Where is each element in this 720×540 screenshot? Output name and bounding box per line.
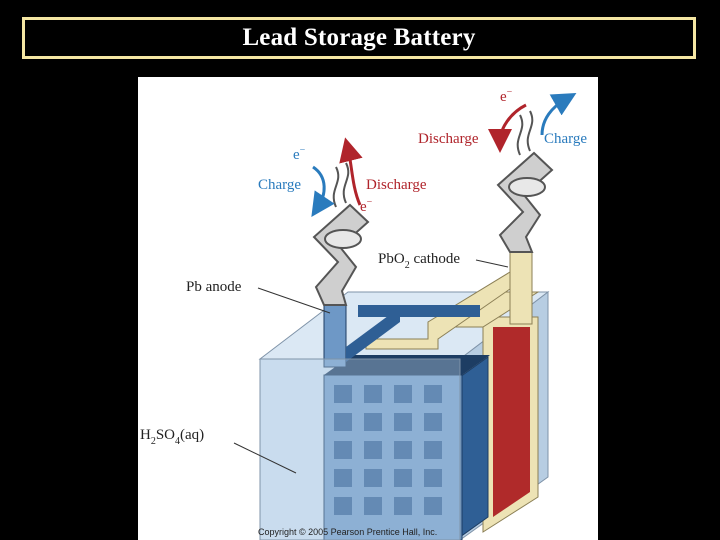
left-discharge-arrow bbox=[339, 137, 363, 206]
right-electron-label-2: e− bbox=[556, 91, 569, 109]
left-electron-label: e− bbox=[293, 145, 306, 163]
right-discharge-label: Discharge bbox=[418, 131, 479, 147]
anode-label: Pb anode bbox=[186, 279, 242, 295]
right-clip bbox=[496, 110, 554, 253]
slide-title: Lead Storage Battery bbox=[242, 24, 476, 51]
right-charge-label: Charge bbox=[544, 131, 587, 147]
left-clip bbox=[312, 162, 370, 306]
battery-diagram-svg: e− e− Discharge Charge e− Charge Dischar… bbox=[140, 87, 587, 540]
right-discharge-arrow bbox=[488, 103, 527, 153]
anode-leader bbox=[257, 287, 331, 314]
title-banner: Lead Storage Battery bbox=[22, 17, 696, 59]
cathode-leader bbox=[475, 259, 509, 268]
right-electron-label: e− bbox=[500, 87, 513, 105]
left-electron-label-2: e− bbox=[360, 197, 373, 215]
copyright-text: Copyright © 2005 Pearson Prentice Hall, … bbox=[258, 527, 437, 537]
right-charge-arrow bbox=[540, 93, 577, 136]
electrolyte-label: H2SO4(aq) bbox=[140, 427, 204, 447]
tank-front-glass bbox=[259, 358, 461, 540]
battery-figure: e− e− Discharge Charge e− Charge Dischar… bbox=[138, 77, 598, 540]
left-discharge-label: Discharge bbox=[366, 177, 427, 193]
left-charge-arrow bbox=[311, 165, 335, 217]
electrolyte-leader bbox=[233, 442, 297, 474]
cathode-plates bbox=[365, 251, 540, 533]
left-charge-label: Charge bbox=[258, 177, 301, 193]
cathode-label: PbO2 cathode bbox=[378, 251, 460, 271]
